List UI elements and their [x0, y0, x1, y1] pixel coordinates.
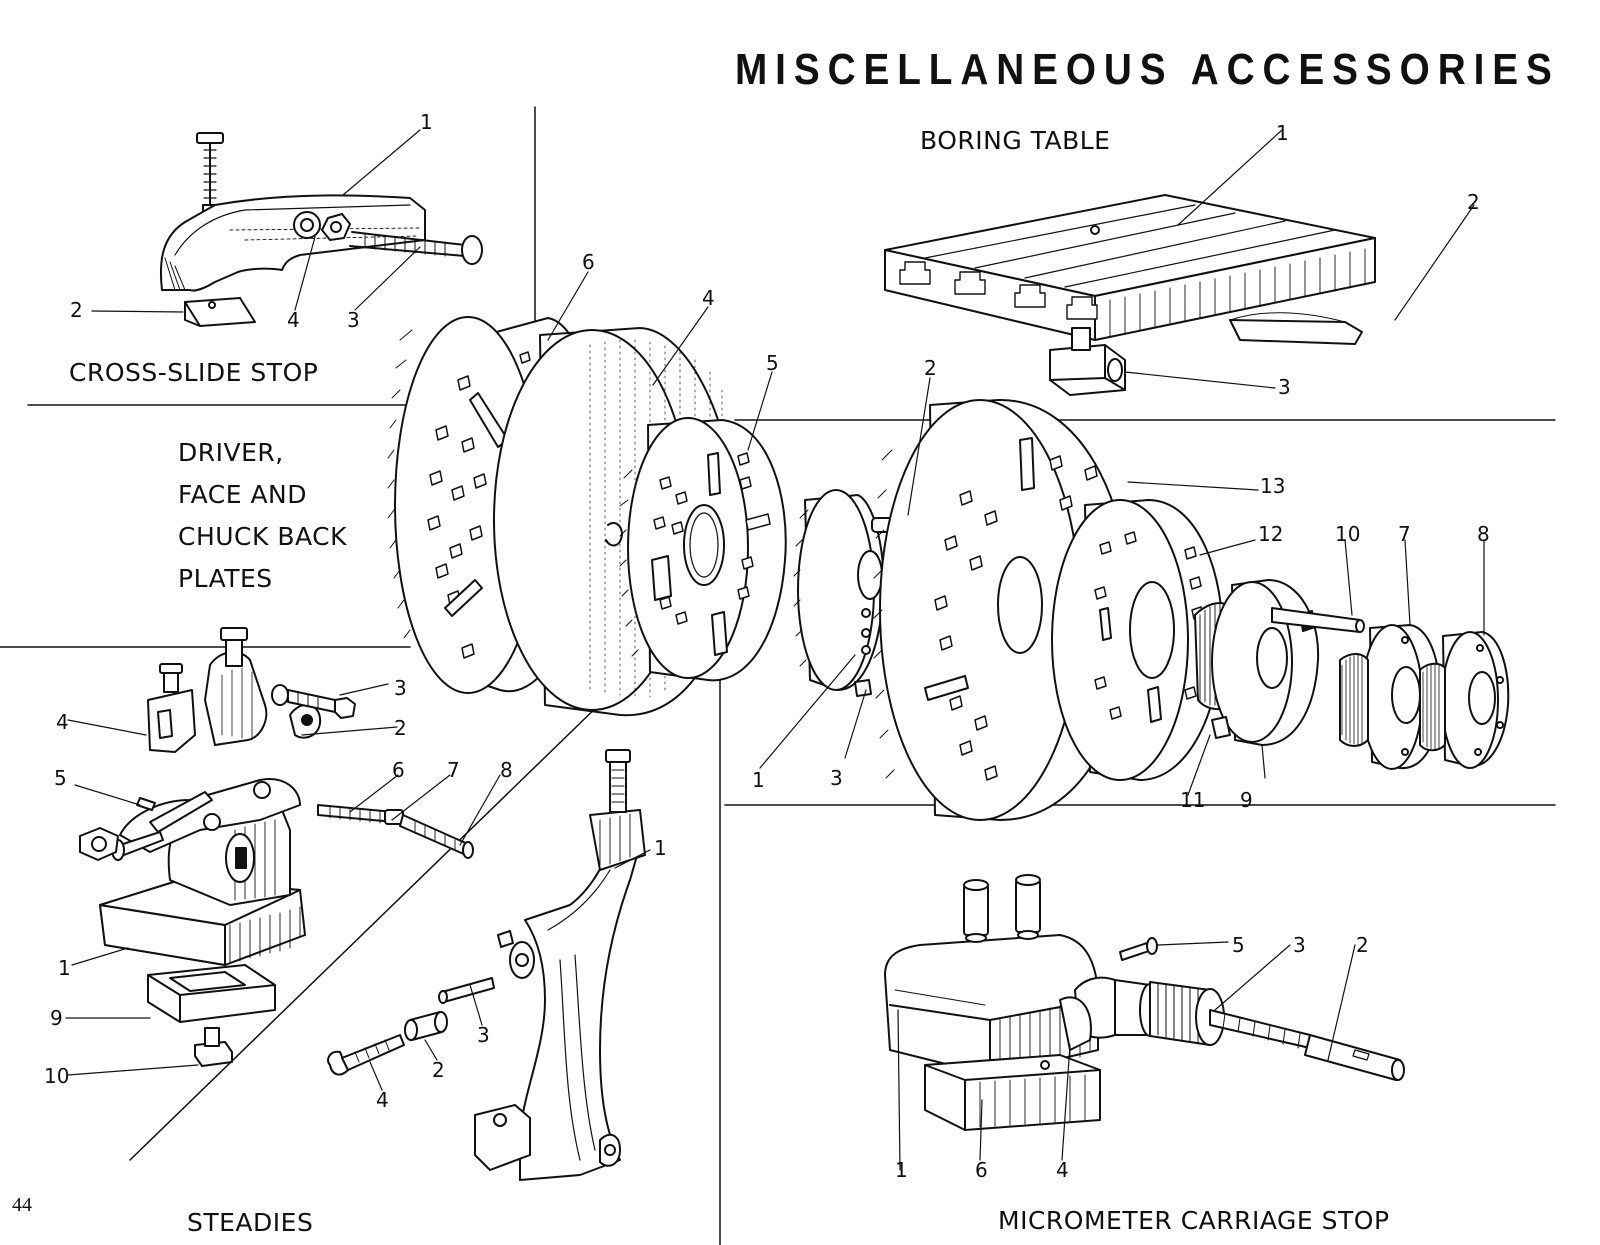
cross-slide-stop-drawing: [91, 129, 483, 327]
steadies-heading: STEADIES: [187, 1208, 314, 1237]
callout: 4: [376, 1088, 389, 1112]
callout: 3: [830, 766, 843, 790]
callout: 12: [1258, 522, 1284, 546]
callout: 10: [44, 1064, 70, 1088]
callout: 9: [50, 1006, 63, 1030]
callout: 5: [54, 766, 67, 790]
callout: 8: [500, 758, 513, 782]
callout: 5: [766, 351, 779, 375]
cross-slide-stop-heading: CROSS-SLIDE STOP: [69, 358, 319, 387]
callout: 2: [70, 298, 83, 322]
section-dividers: [0, 106, 1556, 1245]
callout: 4: [702, 286, 715, 310]
callout: 1: [58, 956, 71, 980]
callout: 1: [1276, 121, 1289, 145]
callout: 4: [287, 308, 300, 332]
boring-table-heading: BORING TABLE: [920, 126, 1111, 155]
callout: 8: [1477, 522, 1490, 546]
callout: 2: [1467, 190, 1480, 214]
callout: 3: [477, 1023, 490, 1047]
callout: 2: [1356, 933, 1369, 957]
callout: 1: [420, 110, 433, 134]
plates-heading-line-2: FACE AND: [178, 480, 307, 509]
callout: 5: [1232, 933, 1245, 957]
callout: 2: [432, 1058, 445, 1082]
boring-table-drawing: [884, 129, 1475, 396]
micrometer-carriage-stop-heading: MICROMETER CARRIAGE STOP: [998, 1206, 1390, 1235]
plates-heading-line-1: DRIVER,: [178, 438, 284, 467]
plates-heading-line-3: CHUCK BACK: [178, 522, 348, 551]
callout: 6: [975, 1158, 988, 1182]
callout: 2: [924, 356, 937, 380]
page-number: 44: [12, 1194, 32, 1216]
callout: 3: [1293, 933, 1306, 957]
callout: 10: [1335, 522, 1361, 546]
callout: 3: [1278, 375, 1291, 399]
steadies-drawing: [65, 627, 651, 1181]
callout: 9: [1240, 788, 1253, 812]
callout: 4: [56, 710, 69, 734]
plates-heading-line-4: PLATES: [178, 564, 273, 593]
plates-right-group: [759, 377, 1510, 821]
callout: 7: [447, 758, 460, 782]
callout: 6: [392, 758, 405, 782]
callout: 3: [347, 308, 360, 332]
callout: 1: [654, 836, 667, 860]
page-title: MISCELLANEOUS ACCESSORIES: [735, 45, 1560, 94]
callout: 4: [1056, 1158, 1069, 1182]
callout: 6: [582, 250, 595, 274]
callout: 2: [394, 716, 407, 740]
plates-left-group: [387, 271, 787, 717]
callout: 11: [1180, 788, 1206, 812]
callout: 13: [1260, 474, 1286, 498]
micrometer-stop-drawing: [884, 874, 1405, 1171]
callout: 1: [895, 1158, 908, 1182]
callout: 1: [752, 768, 765, 792]
callout: 3: [394, 676, 407, 700]
callout: 7: [1398, 522, 1411, 546]
